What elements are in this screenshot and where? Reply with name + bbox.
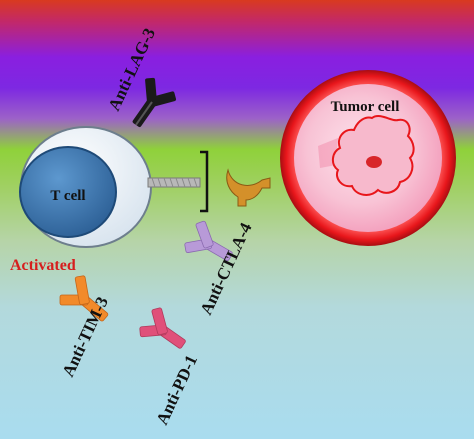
t-cell-label: T cell xyxy=(50,188,85,204)
tumor-nucleolus xyxy=(366,156,382,168)
t-cell: T cell xyxy=(19,126,152,248)
tumor-cell: Tumor cell xyxy=(280,70,456,246)
activated-label: Activated xyxy=(10,257,76,274)
tumor-receptor xyxy=(226,168,271,207)
anti-lag3-antibody xyxy=(132,77,177,128)
anti-tim3-antibody xyxy=(59,275,109,322)
tumor-nucleus xyxy=(332,115,415,196)
tumor-cell-label: Tumor cell xyxy=(331,99,400,115)
anti-ctla4-antibody xyxy=(184,220,233,261)
anti-pd1-antibody xyxy=(139,307,186,349)
t-cell-nucleus xyxy=(19,146,117,238)
tcr-stalk-hatch xyxy=(151,177,198,188)
tcr-stalk xyxy=(147,177,201,188)
inhibition-bracket xyxy=(200,150,209,213)
